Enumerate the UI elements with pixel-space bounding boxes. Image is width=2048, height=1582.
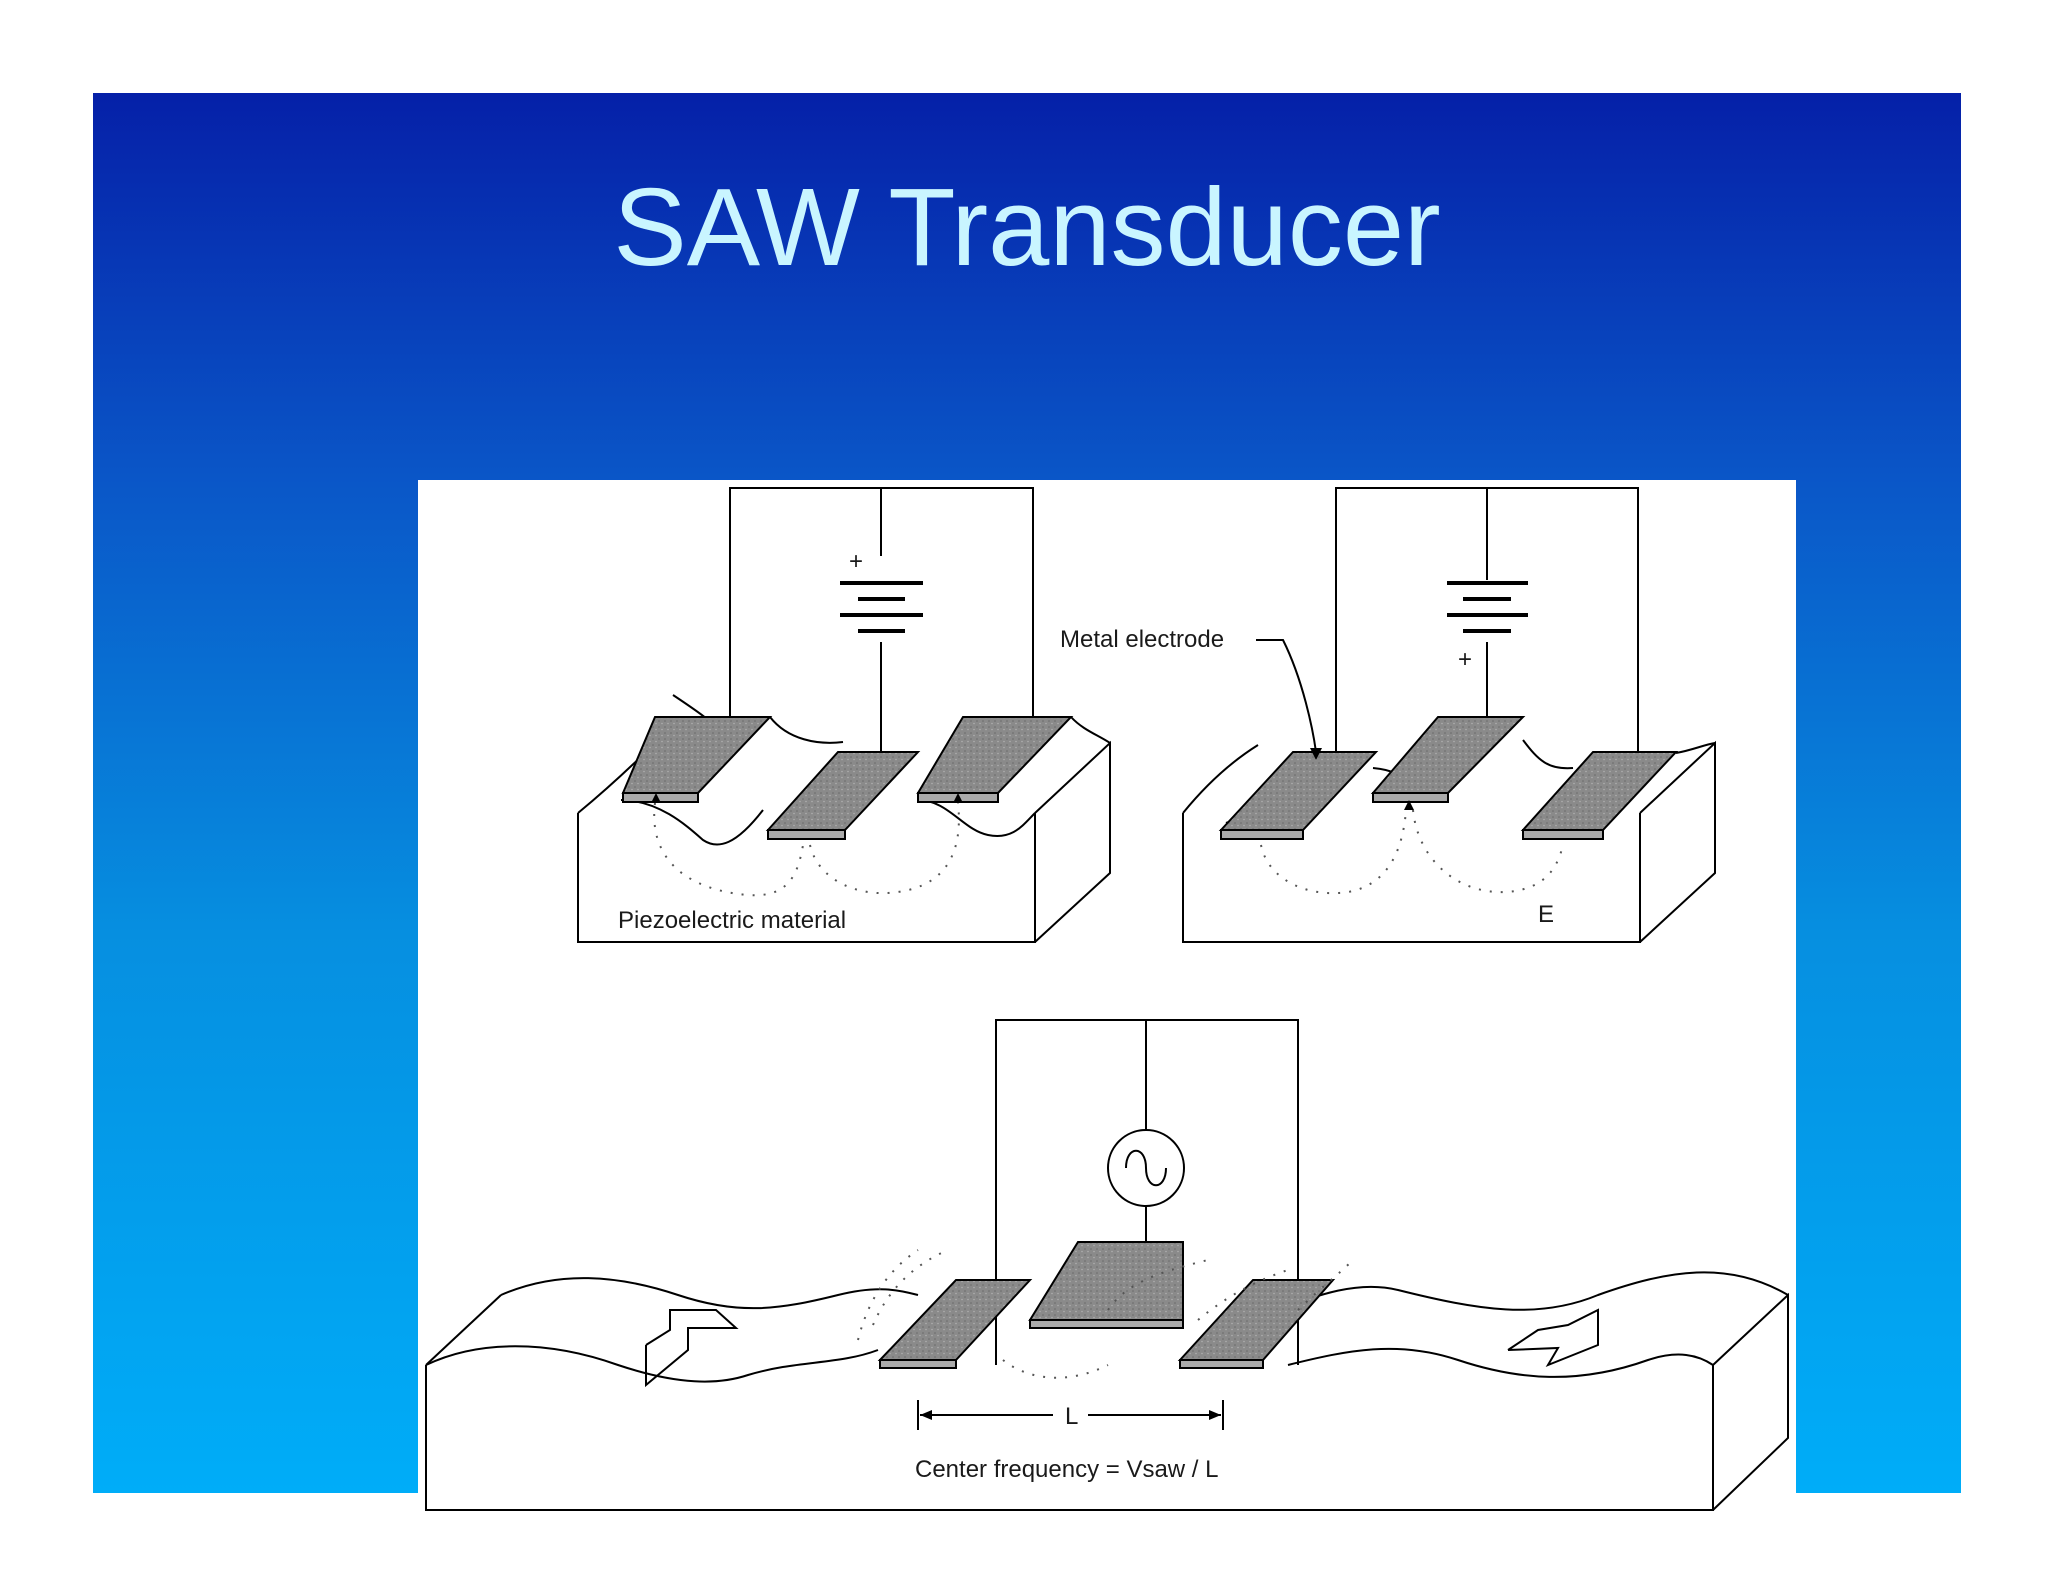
wave-propagation-arrow-right (1507, 1308, 1599, 1368)
saw-transducer-figure: + Piezoelectric material (418, 480, 1796, 1513)
plus-sign-left: + (849, 548, 863, 575)
electrodes-bottom (877, 1241, 1336, 1369)
length-label: L (1065, 1403, 1078, 1430)
field-lines-right (1260, 800, 1564, 895)
circuit-wires-left (729, 487, 1034, 752)
battery-icon-right (1447, 581, 1528, 633)
circuit-wires-right (1335, 487, 1639, 752)
wave-propagation-arrow-left (645, 1309, 739, 1388)
piezoelectric-material-label: Piezoelectric material (618, 907, 846, 934)
electrodes-left (621, 716, 1074, 840)
plus-sign-right: + (1458, 646, 1472, 673)
electrodes-right (1218, 716, 1679, 840)
center-frequency-label: Center frequency = Vsaw / L (915, 1456, 1219, 1483)
length-dimension-marker (917, 1400, 1224, 1430)
ac-source-icon (1107, 1129, 1185, 1207)
field-e-label: E (1538, 901, 1554, 928)
substrate-block-left (577, 694, 1111, 943)
substrate-wave-block (425, 1271, 1789, 1511)
panel-top-right: + E Metal (1060, 487, 1716, 943)
diagram-canvas: + Piezoelectric material (425, 487, 1789, 1511)
field-dots-bottom (857, 1249, 1354, 1379)
panel-top-left: + Piezoelectric material (577, 487, 1111, 943)
slide: SAW Transducer (93, 93, 1961, 1513)
panel-bottom: L Center frequency = Vsaw / L (425, 1019, 1789, 1511)
battery-icon-left (840, 581, 923, 633)
metal-electrode-callout (1256, 639, 1322, 760)
metal-electrode-label: Metal electrode (1060, 626, 1224, 653)
field-lines-left (651, 793, 963, 897)
slide-title: SAW Transducer (613, 166, 1441, 289)
